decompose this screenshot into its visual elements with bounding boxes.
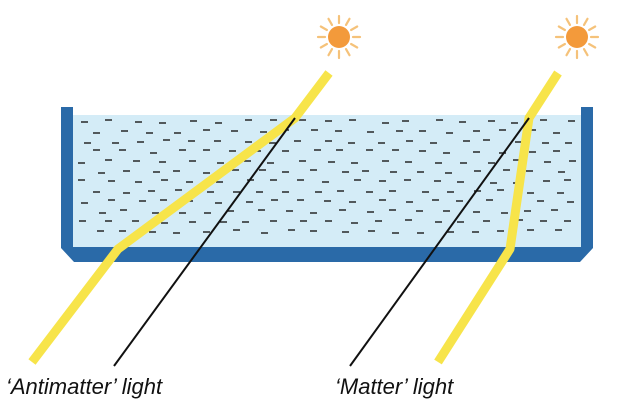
sun-icon xyxy=(554,14,600,60)
water-dashes xyxy=(78,119,576,234)
antimatter-light-label: ‘Antimatter’ light xyxy=(6,374,163,399)
matter-pointer-line xyxy=(349,117,530,367)
matter-light-label: ‘Matter’ light xyxy=(335,374,454,399)
matter-beam xyxy=(434,70,562,365)
antimatter-pointer-line xyxy=(113,117,296,367)
antimatter-beam xyxy=(28,70,333,365)
sun-icon xyxy=(316,14,362,60)
